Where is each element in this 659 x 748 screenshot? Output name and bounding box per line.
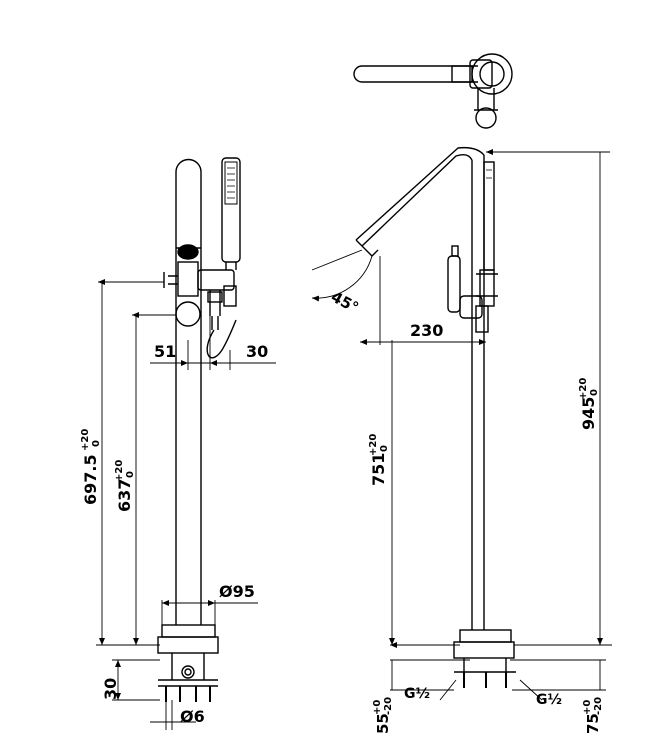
dim-230: 230: [410, 321, 443, 340]
dim-height-697-5: 697.5: [81, 454, 100, 505]
tol-55-lower: -20: [383, 697, 394, 715]
tol-55-upper: +0: [372, 700, 383, 715]
dim-height-945: 945: [579, 397, 598, 430]
thread-label-left: G½: [404, 686, 430, 702]
tol-945-upper: +20: [578, 378, 589, 400]
dim-height-30-bottom: 30: [101, 678, 120, 700]
tol-637-lower: 0: [125, 471, 136, 478]
side-view: [157, 157, 241, 702]
tol-751-lower: 0: [379, 445, 390, 452]
dim-height-751: 751: [369, 453, 388, 486]
tol-75-lower: -20: [593, 697, 604, 715]
dim-55: 55: [374, 713, 392, 734]
thread-label-right: G½: [536, 692, 562, 708]
tol-697-lower: 0: [91, 440, 102, 447]
top-view: [353, 53, 513, 129]
tol-945-lower: 0: [589, 389, 600, 396]
tol-751-upper: +20: [368, 434, 379, 456]
dim-angle-45: 45°: [328, 288, 362, 317]
dim-diameter-6: Ø6: [180, 707, 205, 726]
dim-height-637: 637: [115, 479, 134, 512]
tol-75-upper: +0: [582, 700, 593, 715]
dim-diameter-95: Ø95: [219, 582, 255, 601]
dim-75: 75: [584, 713, 602, 734]
tol-637-upper: +20: [114, 460, 125, 482]
dim-30-offset: 30: [246, 342, 268, 361]
tol-697-upper: +20: [80, 429, 91, 451]
front-view: [355, 146, 516, 688]
dim-51: 51: [154, 342, 176, 361]
